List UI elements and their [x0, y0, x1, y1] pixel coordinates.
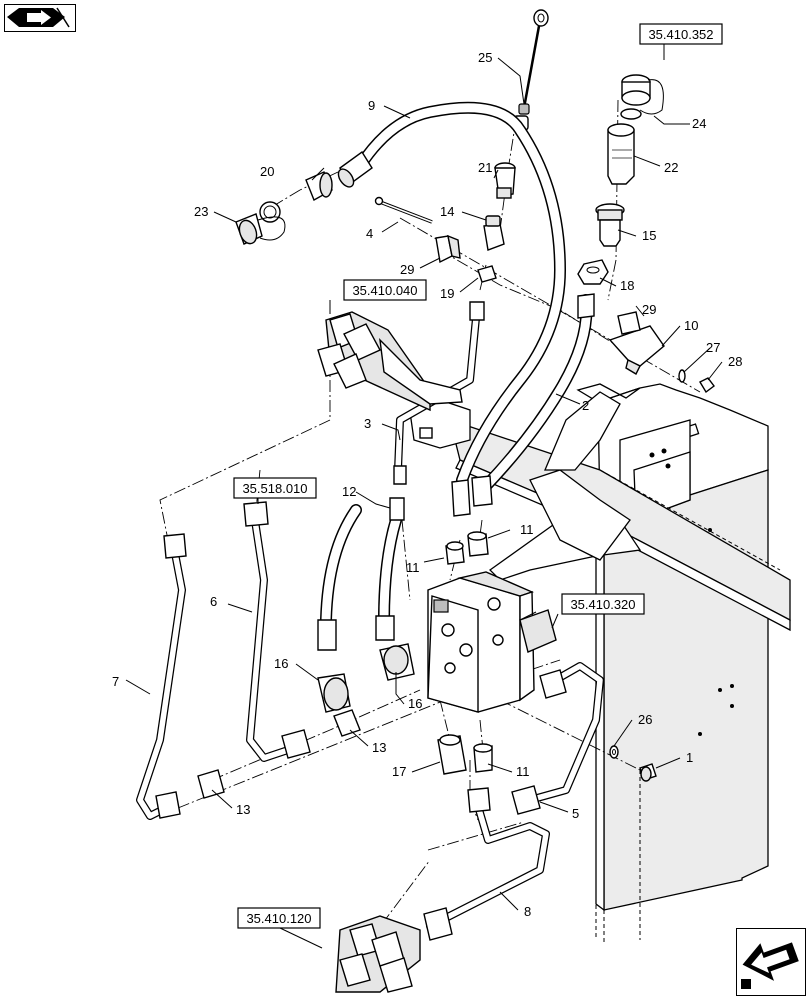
callout-26: 26 — [638, 712, 652, 727]
callout-21: 21 — [478, 160, 492, 175]
callout-28: 28 — [728, 354, 742, 369]
callout-23: 23 — [194, 204, 208, 219]
part-4-bolt — [374, 196, 433, 224]
part-2-hose — [478, 293, 595, 494]
callout-labels: 1 2 3 4 5 6 7 8 9 10 11 11 11 12 13 13 1… — [112, 50, 742, 919]
part-22-coupler — [607, 123, 635, 185]
callout-8: 8 — [524, 904, 531, 919]
callout-25: 25 — [478, 50, 492, 65]
part-23-dust-cap-left — [235, 201, 286, 245]
callout-20: 20 — [260, 164, 274, 179]
callout-29-left: 29 — [400, 262, 414, 277]
cross-beam — [449, 391, 791, 632]
callout-13-right: 13 — [372, 740, 386, 755]
reference-box-3[interactable]: 35.518.010 — [233, 477, 317, 499]
reference-box-4[interactable]: 35.410.320 — [561, 593, 645, 615]
reference-text-3: 35.518.010 — [242, 481, 307, 496]
part-7-tube — [136, 533, 187, 820]
part-20-plug — [305, 171, 333, 201]
part-10-clamp-plate — [608, 325, 665, 375]
callout-16-left: 16 — [274, 656, 288, 671]
part-17-elbow — [437, 734, 467, 775]
callout-14: 14 — [440, 204, 454, 219]
callout-5: 5 — [572, 806, 579, 821]
part-16-elbow-fittings — [317, 643, 415, 713]
book-arrow-icon — [7, 7, 70, 28]
part-5-tube — [511, 662, 604, 815]
part-12-hoses — [317, 497, 405, 651]
part-8-tube — [423, 787, 550, 941]
callout-2: 2 — [582, 398, 589, 413]
part-29-clamp-upper — [435, 234, 461, 264]
part-11-fittings — [445, 531, 493, 773]
callout-27: 27 — [706, 340, 720, 355]
callout-9: 9 — [368, 98, 375, 113]
reference-box-1[interactable]: 35.410.352 — [639, 23, 723, 45]
callout-24: 24 — [692, 116, 706, 131]
control-valve-block — [427, 571, 557, 713]
part-21-fitting — [494, 162, 516, 199]
part-14-adapter — [483, 215, 505, 251]
reference-box-5[interactable]: 35.410.120 — [237, 907, 321, 929]
bottom-valve-assembly — [335, 915, 421, 993]
part-1-bolt — [639, 763, 657, 782]
part-6-tube — [243, 501, 311, 762]
callout-10: 10 — [684, 318, 698, 333]
part-15-coupler-adapter — [595, 203, 625, 247]
part-13-adapters — [197, 709, 361, 799]
callout-15: 15 — [642, 228, 656, 243]
part-26-washer — [609, 745, 619, 759]
arrow-back-icon — [741, 942, 799, 989]
part-25-dipstick — [513, 9, 549, 131]
part-28-nut — [699, 377, 715, 394]
navigation-top-button[interactable] — [4, 4, 76, 32]
callout-4: 4 — [366, 226, 373, 241]
callout-7: 7 — [112, 674, 119, 689]
callout-29-right: 29 — [642, 302, 656, 317]
reference-text-2: 35.410.040 — [352, 283, 417, 298]
callout-11-lower: 11 — [516, 764, 530, 779]
callout-11-upper: 11 — [520, 522, 534, 537]
callout-19: 19 — [440, 286, 454, 301]
machine-frame — [576, 383, 769, 944]
part-29-clamp-lower — [617, 311, 641, 335]
part-19-nut-small — [477, 265, 497, 283]
callout-18: 18 — [620, 278, 634, 293]
reference-box-2[interactable]: 35.410.040 — [343, 279, 427, 301]
navigation-bottom-button[interactable] — [736, 928, 806, 996]
callout-3: 3 — [364, 416, 371, 431]
callout-22: 22 — [664, 160, 678, 175]
hose-end-fittings — [451, 475, 493, 517]
leader-lines — [125, 44, 723, 949]
callout-16-right: 16 — [408, 696, 422, 711]
part-18-nut — [577, 259, 609, 285]
callout-11-left: 11 — [406, 560, 420, 575]
part-24-dust-cap — [620, 74, 664, 120]
callout-17: 17 — [392, 764, 406, 779]
part-27-washer — [678, 369, 686, 383]
callout-1: 1 — [686, 750, 693, 765]
reference-text-4: 35.410.320 — [570, 597, 635, 612]
reference-text-1: 35.410.352 — [648, 27, 713, 42]
callout-6: 6 — [210, 594, 217, 609]
left-valve-assembly — [317, 311, 463, 412]
callout-12: 12 — [342, 484, 356, 499]
callout-13-left: 13 — [236, 802, 250, 817]
part-9-hose — [337, 101, 566, 486]
reference-text-5: 35.410.120 — [246, 911, 311, 926]
